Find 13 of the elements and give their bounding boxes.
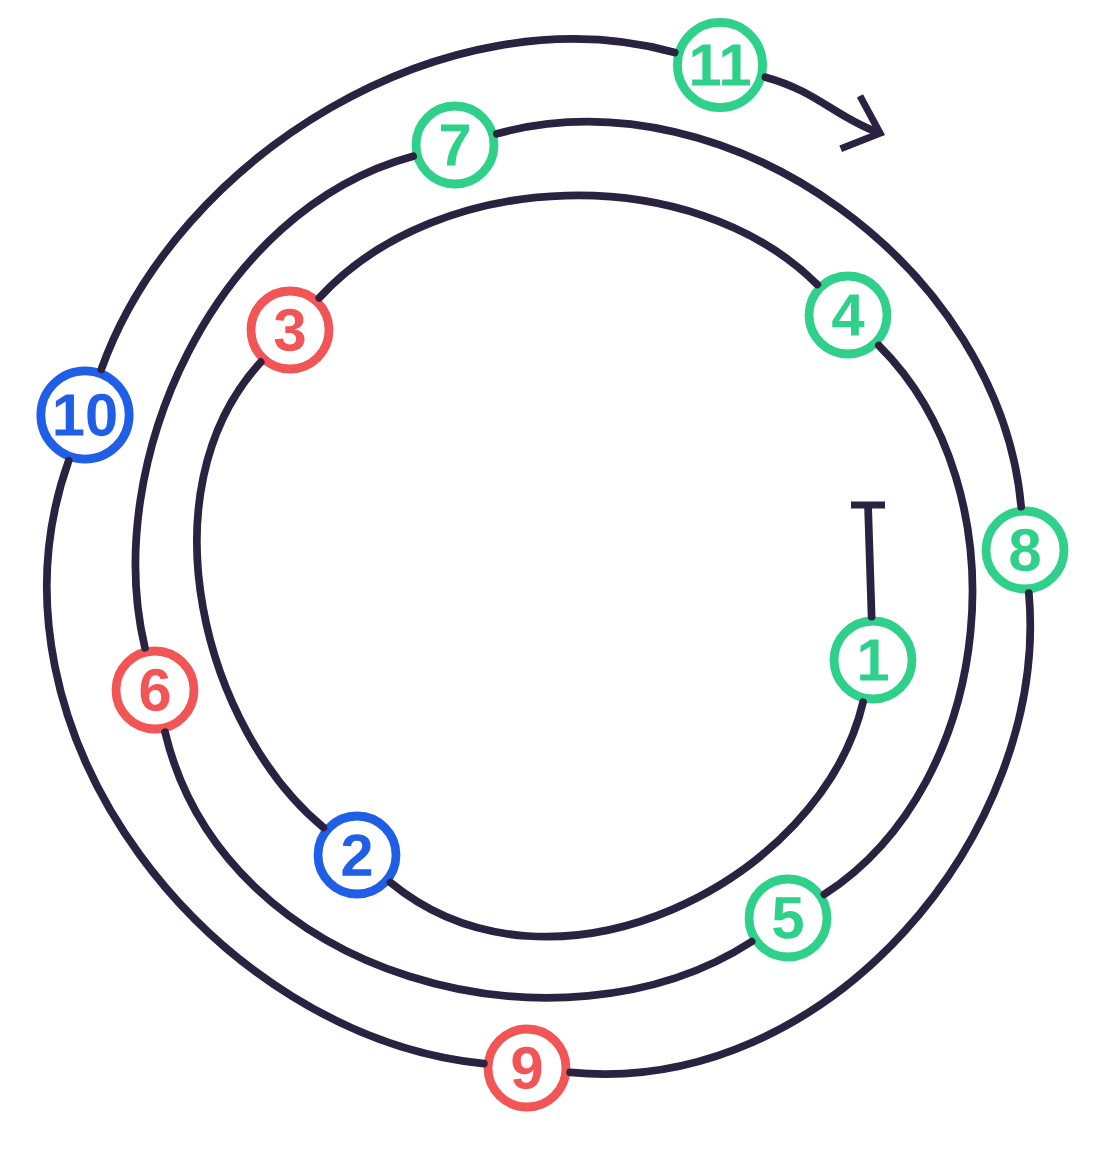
connector-line xyxy=(386,698,867,940)
start-bar xyxy=(851,501,885,509)
connector-line xyxy=(161,728,756,1002)
connector-line xyxy=(493,119,1026,511)
connector-line xyxy=(43,456,488,1068)
connector-line xyxy=(864,505,876,621)
connector-line xyxy=(566,589,1034,1077)
arrow xyxy=(761,73,885,153)
connector-line xyxy=(820,341,977,899)
connector-line xyxy=(193,358,328,832)
connector-line xyxy=(315,191,822,302)
connector-line xyxy=(131,152,417,652)
connector-line xyxy=(97,35,679,374)
